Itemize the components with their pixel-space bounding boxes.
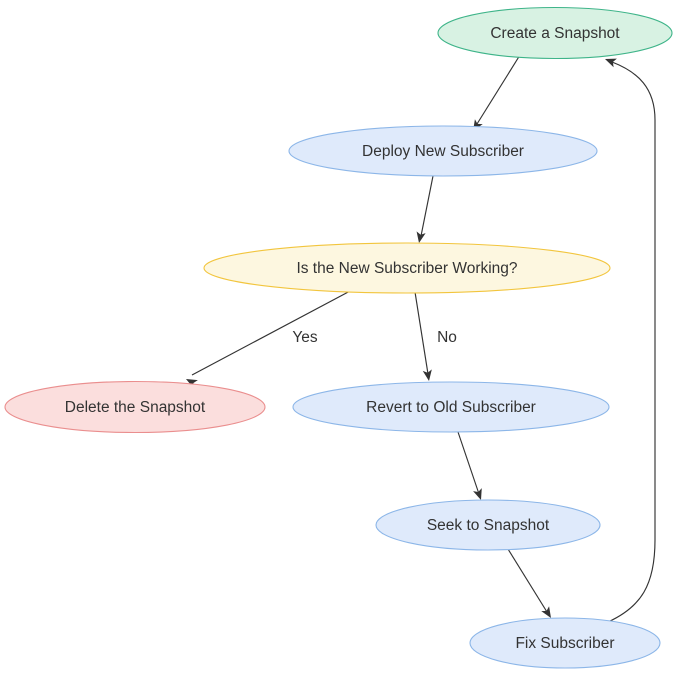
node-create-snapshot[interactable]: Create a Snapshot (437, 6, 673, 60)
arrowhead-icon (422, 369, 432, 381)
edge-line (457, 431, 480, 495)
node-shape[interactable] (4, 380, 266, 434)
node-label: Deploy New Subscriber (362, 143, 524, 160)
arrowhead-icon (605, 58, 617, 68)
edge-fix-subscriber-to-create-snapshot (605, 58, 656, 623)
arrowhead-icon (416, 231, 426, 243)
node-fix-subscriber[interactable]: Fix Subscriber (469, 617, 661, 669)
node-deploy-new-subscriber[interactable]: Deploy New Subscriber (288, 125, 598, 177)
node-shape[interactable] (288, 125, 598, 177)
node-seek-to-snapshot[interactable]: Seek to Snapshot (375, 499, 601, 551)
edge-revert-old-subscriber-to-seek-to-snapshot (457, 431, 482, 500)
node-is-working[interactable]: Is the New Subscriber Working? (203, 242, 611, 294)
edge-labels-layer: Yes No (292, 329, 457, 346)
node-label: Fix Subscriber (515, 635, 614, 652)
node-shape[interactable] (292, 381, 610, 433)
edge-label-yes: Yes (292, 329, 318, 346)
node-label: Is the New Subscriber Working? (296, 260, 517, 277)
edge-seek-to-snapshot-to-fix-subscriber (507, 548, 551, 618)
edge-line (420, 175, 434, 237)
edge-line (191, 289, 353, 376)
edge-is-working-to-revert-old-subscriber (414, 291, 432, 381)
edge-line (414, 291, 429, 375)
arrowhead-icon (473, 488, 482, 500)
node-label: Revert to Old Subscriber (366, 399, 536, 416)
edge-create-snapshot-to-deploy-new-subscriber (473, 54, 521, 131)
node-delete-snapshot[interactable]: Delete the Snapshot (4, 380, 266, 434)
edge-is-working-to-delete-snapshot (186, 289, 353, 389)
edges-layer (186, 54, 656, 623)
edge-deploy-new-subscriber-to-is-working (416, 175, 434, 243)
node-label: Create a Snapshot (490, 25, 620, 42)
edge-line (507, 548, 548, 613)
node-label: Seek to Snapshot (427, 517, 550, 534)
node-revert-old-subscriber[interactable]: Revert to Old Subscriber (292, 381, 610, 433)
node-label: Delete the Snapshot (65, 399, 206, 416)
node-shape[interactable] (375, 499, 601, 551)
node-shape[interactable] (437, 6, 673, 60)
edge-line (476, 54, 521, 125)
node-shape[interactable] (469, 617, 661, 669)
edge-line (607, 61, 656, 623)
edge-label-no: No (437, 329, 457, 346)
arrowhead-icon (541, 606, 551, 618)
node-shape[interactable] (203, 242, 611, 294)
